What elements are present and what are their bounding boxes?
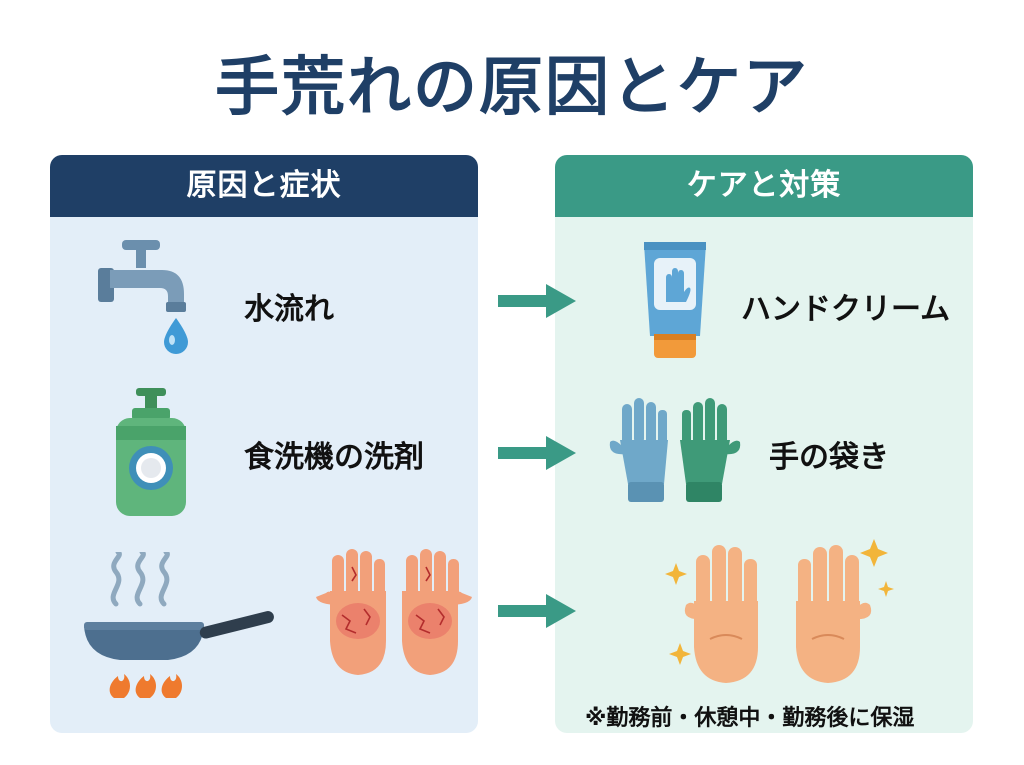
cause-label-water: 水流れ [244, 292, 334, 327]
hand-cream-icon [644, 242, 706, 358]
irritated-hands-icon [316, 549, 472, 675]
care-label-gloves: 手の袋き [769, 440, 889, 475]
care-label-hand-cream: ハンドクリーム [741, 292, 951, 327]
healthy-hands-icon [665, 539, 894, 683]
footnote: ※勤務前・休憩中・勤務後に保湿 [585, 706, 915, 731]
frying-pan-icon [84, 552, 274, 698]
arrow-icon [498, 594, 576, 628]
care-panel-header: ケアと対策 [555, 155, 973, 217]
cause-label-detergent: 食洗機の洗剤 [244, 440, 424, 475]
care-panel: ケアと対策 [555, 155, 973, 733]
detergent-bottle-icon [116, 388, 186, 516]
arrow-icon [498, 436, 576, 470]
gloves-icon [609, 398, 741, 502]
faucet-icon [98, 240, 188, 354]
causes-panel-header: 原因と症状 [50, 155, 478, 217]
arrow-icon [498, 284, 576, 318]
page-title: 手荒れの原因とケア [215, 51, 809, 125]
